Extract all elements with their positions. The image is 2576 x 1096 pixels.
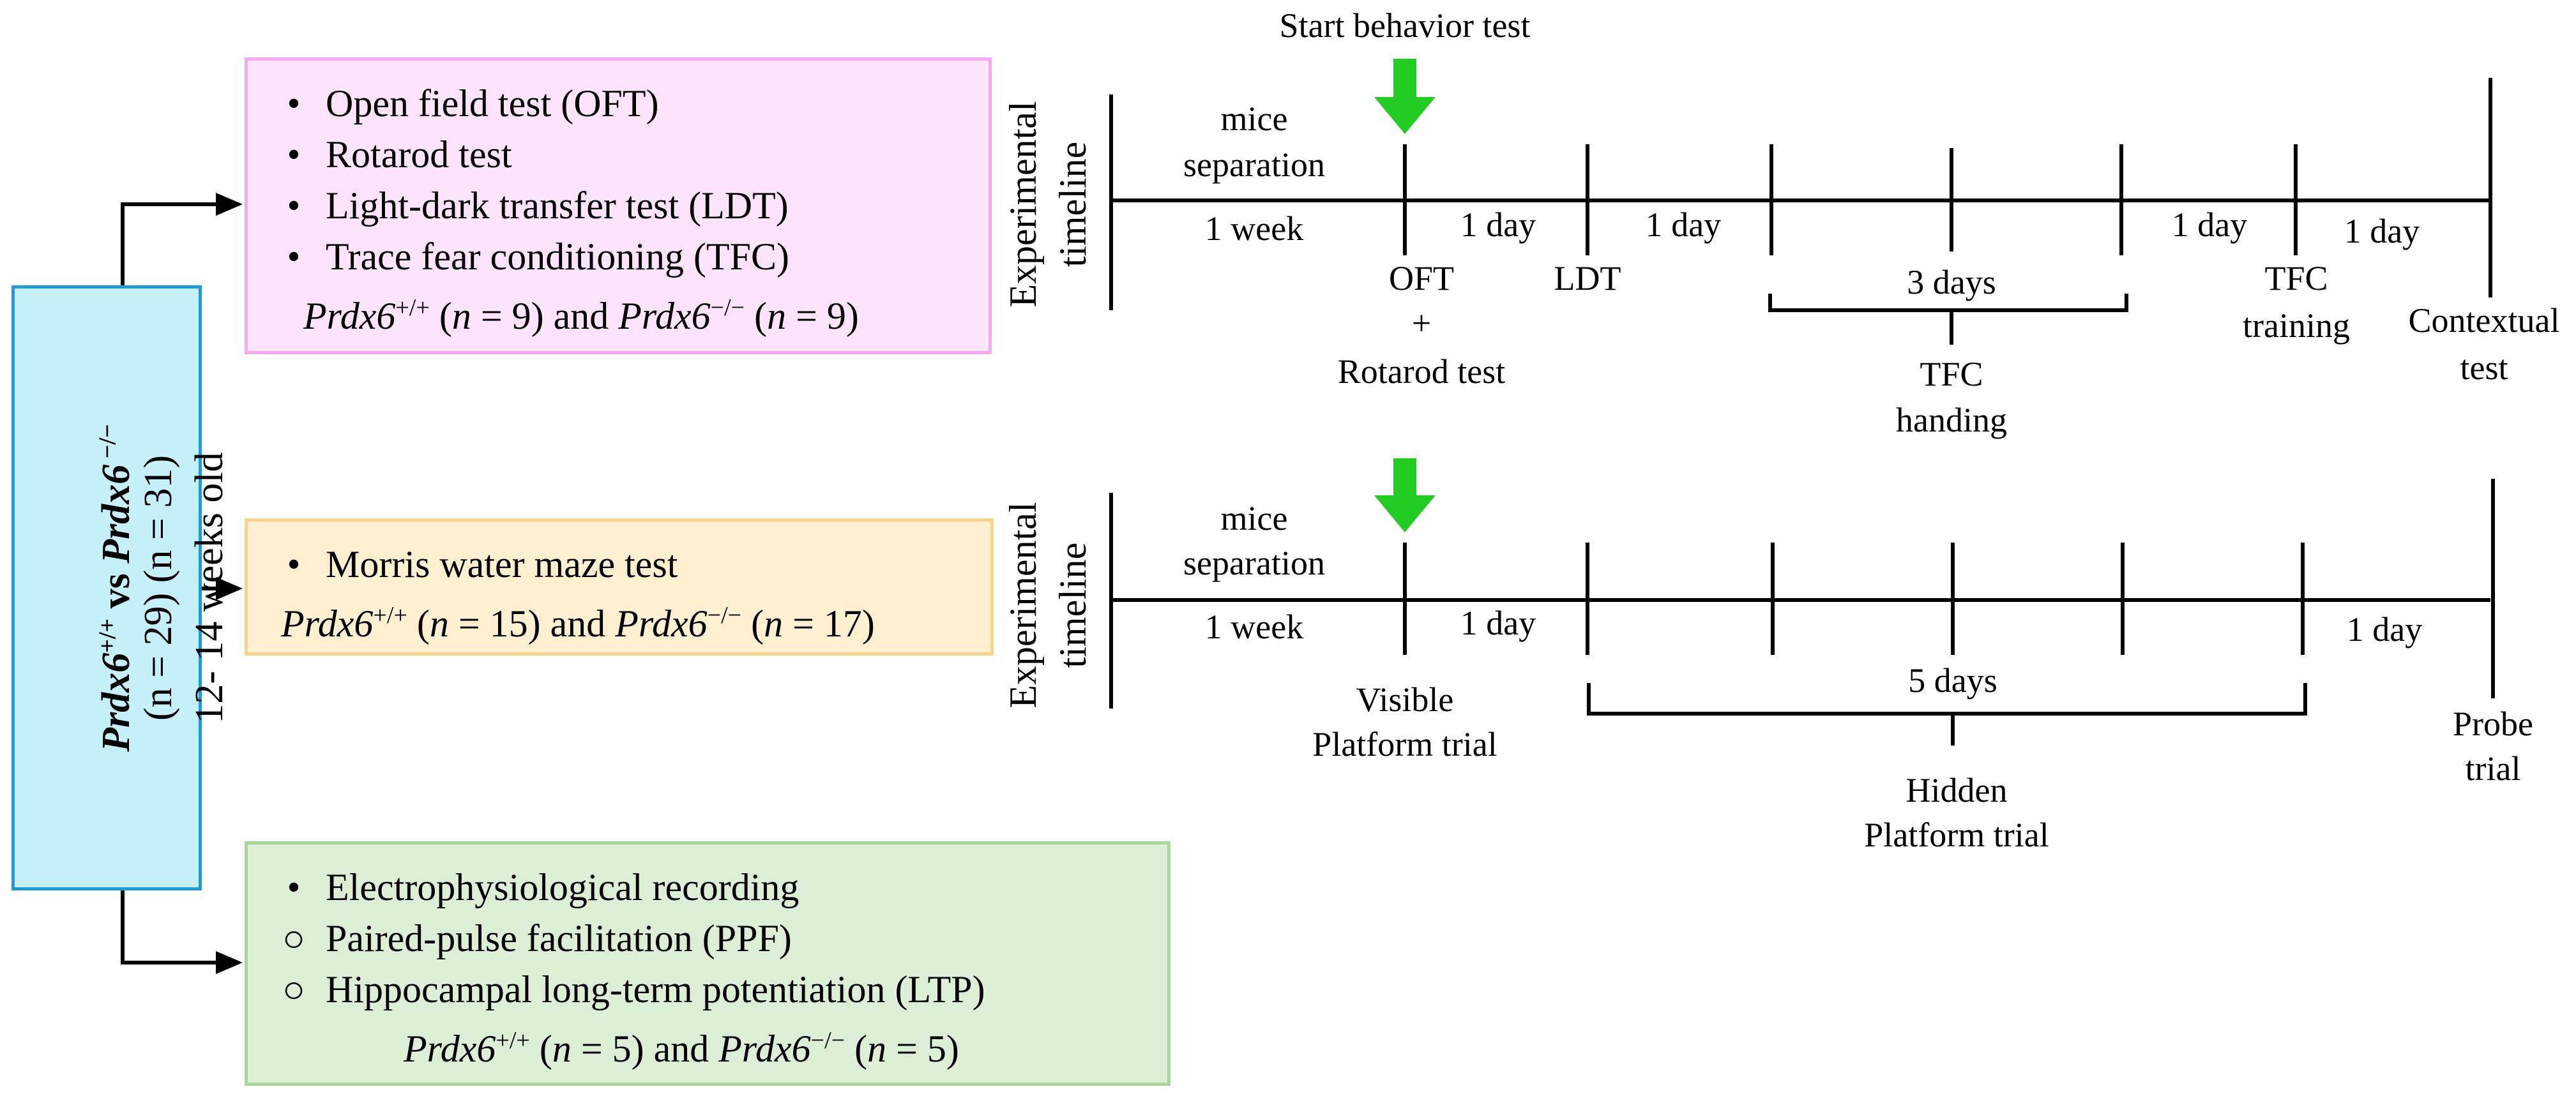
ephys-group-sizes: Prdx6+/+ (n = 5) and Prdx6−/− (n = 5)	[404, 1027, 959, 1070]
hidden-label-1: Hidden	[1906, 771, 2008, 809]
top-axis-label-2: timeline	[1052, 142, 1094, 267]
bottom-duration: 1 day	[2347, 610, 2422, 649]
bottom-bracket	[1587, 683, 2307, 716]
bottom-duration: 1 day	[1460, 604, 1536, 642]
list-item: •Trace fear conditioning (TFC)	[287, 236, 789, 278]
hidden-label-2: Platform trial	[1864, 816, 2049, 854]
behavior-tests-list: •Open field test (OFT) •Rotarod test •Li…	[262, 78, 859, 342]
visible-label-1: Visible	[1356, 680, 1454, 719]
arrowhead-ephys	[216, 951, 243, 974]
start-behavior-label: Start behavior test	[1280, 6, 1531, 45]
probe-label-1: Probe	[2453, 705, 2533, 743]
probe-label-2: trial	[2466, 749, 2521, 788]
behavior-tests-box	[245, 57, 992, 354]
arrowhead-maze	[216, 577, 243, 600]
bottom-duration: 1 week	[1205, 608, 1303, 646]
arrow-to-ephys	[121, 890, 217, 965]
contextual-label-2: test	[2460, 349, 2508, 387]
list-item: •Morris water maze test	[287, 543, 678, 585]
behavior-group-sizes: Prdx6+/+ (n = 9) and Prdx6−/− (n = 9)	[303, 294, 859, 337]
tfc-handing-label-1: TFC	[1920, 355, 1983, 393]
contextual-label-1: Contextual	[2409, 301, 2560, 340]
top-bracket	[1768, 294, 2128, 312]
electrophysiology-list: •Electrophysiological recording ○Paired-…	[262, 862, 985, 1074]
list-item: •Open field test (OFT)	[287, 82, 659, 124]
top-axis-label-1: Experimental	[1002, 101, 1044, 307]
tfc-handing-label-2: handing	[1896, 401, 2007, 439]
rotarod-label: Rotarod test	[1338, 352, 1505, 391]
bottom-axis-label-2: timeline	[1052, 543, 1094, 668]
list-item: •Rotarod test	[287, 133, 512, 176]
arrowhead-behavior	[216, 193, 243, 216]
electrophysiology-box	[245, 841, 1171, 1086]
start-arrow-top	[1374, 59, 1436, 134]
bottom-bracket-label: 5 days	[1908, 661, 1997, 700]
cohort-box	[11, 285, 202, 890]
list-item: •Light-dark transfer test (LDT)	[287, 184, 789, 227]
list-item: •Electrophysiological recording	[287, 866, 799, 908]
ldt-label: LDT	[1554, 259, 1621, 297]
list-item: ○Hippocampal long-term potentiation (LTP…	[282, 968, 985, 1010]
top-phase-label-2: separation	[1183, 146, 1325, 184]
visible-label-2: Platform trial	[1312, 725, 1497, 763]
tfc-training-label-1: TFC	[2264, 259, 2328, 297]
list-item: ○Paired-pulse facilitation (PPF)	[282, 917, 792, 959]
plus-label: +	[1412, 304, 1431, 342]
top-bracket-label: 3 days	[1907, 263, 1996, 301]
top-duration: 1 day	[2344, 212, 2420, 250]
bottom-axis-label-1: Experimental	[1002, 502, 1044, 708]
arrow-to-behavior	[121, 202, 217, 285]
top-duration: 1 day	[1646, 206, 1721, 244]
water-maze-list: •Morris water maze test Prdx6+/+ (n = 15…	[262, 539, 875, 649]
top-duration: 1 day	[1460, 206, 1536, 244]
bottom-phase-label-2: separation	[1183, 544, 1325, 582]
maze-group-sizes: Prdx6+/+ (n = 15) and Prdx6−/− (n = 17)	[281, 602, 875, 645]
water-maze-box	[245, 518, 994, 656]
top-duration: 1 week	[1205, 209, 1303, 248]
oft-label: OFT	[1389, 259, 1454, 297]
top-duration: 1 day	[2172, 206, 2247, 244]
bottom-phase-label-1: mice	[1221, 499, 1288, 537]
start-arrow-bottom	[1374, 458, 1436, 532]
top-phase-label-1: mice	[1221, 100, 1288, 138]
tfc-training-label-2: training	[2243, 306, 2350, 345]
